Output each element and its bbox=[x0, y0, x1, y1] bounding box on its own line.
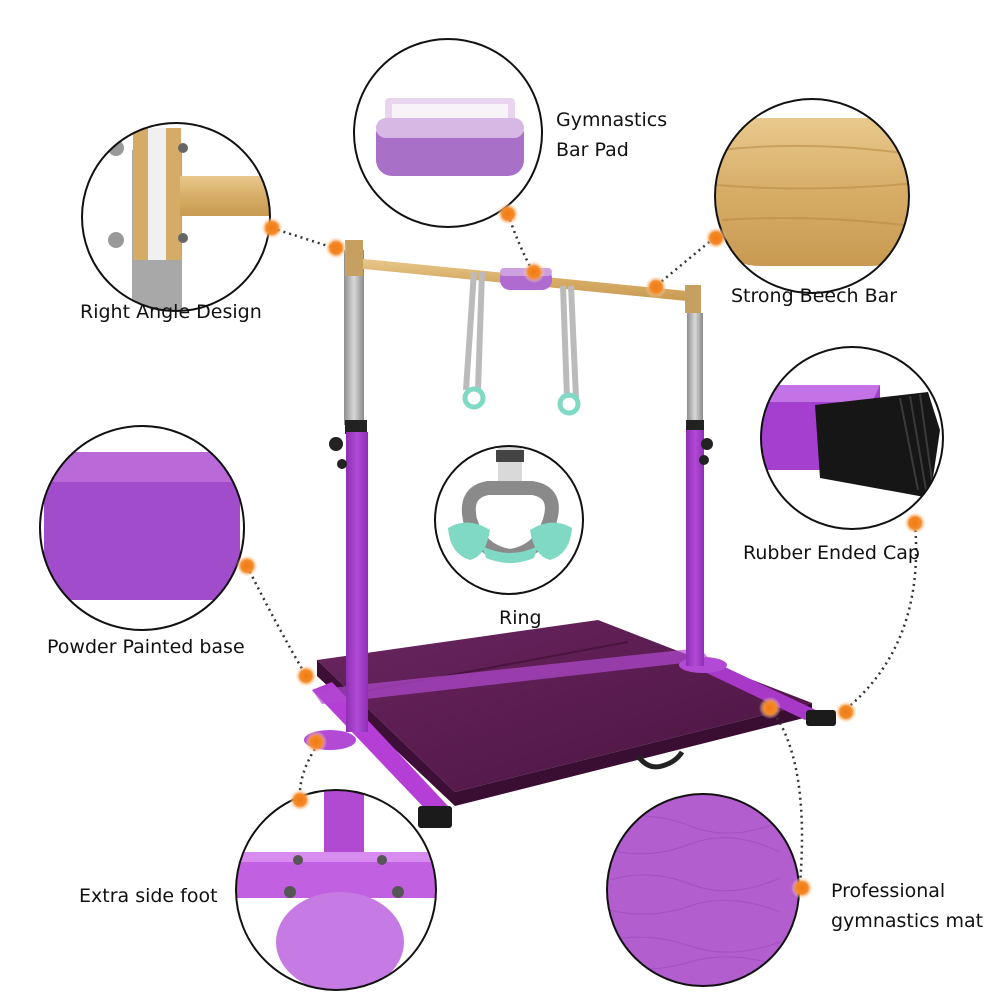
label-mat-line1: Professional bbox=[831, 880, 946, 902]
label-right-angle: Right Angle Design bbox=[80, 301, 262, 323]
detail-rubber-cap bbox=[760, 346, 944, 530]
label-powder-base: Powder Painted base bbox=[47, 636, 245, 658]
main-product bbox=[300, 240, 836, 828]
detail-beech-bar bbox=[714, 98, 910, 294]
detail-ring bbox=[434, 445, 584, 595]
detail-side-foot bbox=[235, 789, 437, 991]
left-upright bbox=[329, 250, 368, 732]
label-mat-line2: gymnastics mat bbox=[831, 910, 984, 932]
detail-powder-base bbox=[39, 425, 245, 631]
label-rubber-cap: Rubber Ended Cap bbox=[743, 542, 920, 564]
detail-bar-pad bbox=[353, 38, 543, 228]
label-bar-pad-line1: Gymnastics bbox=[556, 109, 668, 131]
callout-markers bbox=[236, 203, 926, 899]
horizontal-bar bbox=[345, 240, 701, 313]
label-ring: Ring bbox=[499, 607, 542, 629]
detail-right-angle bbox=[81, 122, 271, 312]
right-upright bbox=[686, 313, 713, 666]
label-beech-bar: Strong Beech Bar bbox=[731, 285, 898, 307]
rings bbox=[462, 271, 581, 416]
gymnastics-mat bbox=[317, 620, 812, 806]
label-side-foot: Extra side foot bbox=[79, 885, 218, 907]
label-bar-pad-line2: Bar Pad bbox=[556, 139, 629, 161]
detail-mat bbox=[606, 793, 800, 987]
